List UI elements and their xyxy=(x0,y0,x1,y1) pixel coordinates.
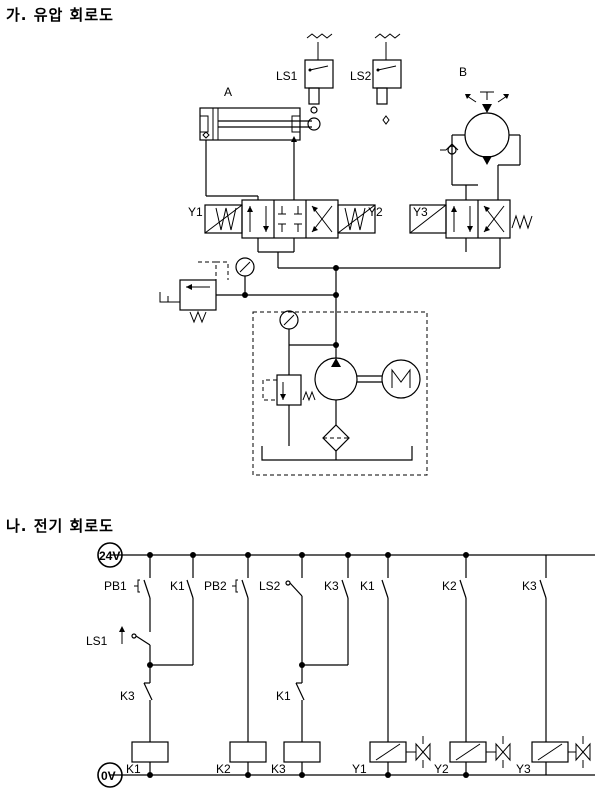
k1-nc-contact-label: K1 xyxy=(276,689,291,703)
supply-0v-terminal: 0V xyxy=(97,762,123,788)
rung-k1: PB1 LS1 K3 K1 K1 xyxy=(86,555,194,776)
directional-valve-y3: Y3 xyxy=(409,199,533,239)
ls2-label: LS2 xyxy=(350,69,372,83)
ls1-label: LS1 xyxy=(276,69,298,83)
coil-k2-label: K2 xyxy=(216,762,231,776)
ls1-contact-label: LS1 xyxy=(86,634,108,648)
pb2-label: PB2 xyxy=(204,579,227,593)
supply-24v-label: 24V xyxy=(99,549,120,563)
y3-valve-label: Y3 xyxy=(413,205,428,219)
hydraulic-lines xyxy=(202,131,501,358)
directional-valve-y1-y2: Y1 Y2 xyxy=(188,199,383,239)
coil-k3 xyxy=(283,741,321,763)
ls2-contact-label: LS2 xyxy=(259,579,281,593)
power-unit xyxy=(252,310,428,476)
rung-k2: PB2 K2 xyxy=(204,555,267,776)
relief-valve-external xyxy=(159,257,255,324)
k1-hold-contact-label: K1 xyxy=(170,579,185,593)
limit-switch-ls2-symbol: LS2 xyxy=(350,33,402,125)
motor-label: B xyxy=(459,65,467,79)
electric-section-title: 나. 전기 회로도 xyxy=(6,517,114,535)
limit-switch-ls1-symbol: LS1 xyxy=(276,33,334,114)
hydraulic-circuit: A LS1 LS2 xyxy=(159,33,533,476)
k3-hold-contact-label: K3 xyxy=(324,579,339,593)
k3-nc-contact-label: K3 xyxy=(120,689,135,703)
k3-contact-label: K3 xyxy=(522,579,537,593)
solenoid-y2-label: Y2 xyxy=(434,762,449,776)
coil-k1-label: K1 xyxy=(126,762,141,776)
hydraulic-motor-b: B xyxy=(440,65,521,186)
coil-k3-label: K3 xyxy=(271,762,286,776)
hydraulic-section-title: 가. 유압 회로도 xyxy=(6,6,114,24)
solenoid-y3-label: Y3 xyxy=(516,762,531,776)
hydraulic-cylinder-a: A xyxy=(199,85,321,141)
pb1-label: PB1 xyxy=(104,579,127,593)
rung-y2: K2 Y2 xyxy=(434,555,511,776)
rung-y1: K1 Y1 xyxy=(352,555,431,776)
electric-circuit: 24V 0V PB1 xyxy=(86,542,595,788)
y2-valve-label: Y2 xyxy=(368,205,383,219)
k1-y1-contact-label: K1 xyxy=(360,579,375,593)
y1-valve-label: Y1 xyxy=(188,205,203,219)
rung-k3: LS2 K3 K1 K3 xyxy=(259,555,349,776)
k2-contact-label: K2 xyxy=(442,579,457,593)
cylinder-label: A xyxy=(224,85,232,99)
coil-k2 xyxy=(229,741,267,763)
solenoid-y1-label: Y1 xyxy=(352,762,367,776)
coil-k1 xyxy=(131,741,169,763)
supply-0v-label: 0V xyxy=(101,769,116,783)
supply-24v-terminal: 24V xyxy=(97,542,123,568)
rung-y3: K3 Y3 xyxy=(516,555,591,776)
